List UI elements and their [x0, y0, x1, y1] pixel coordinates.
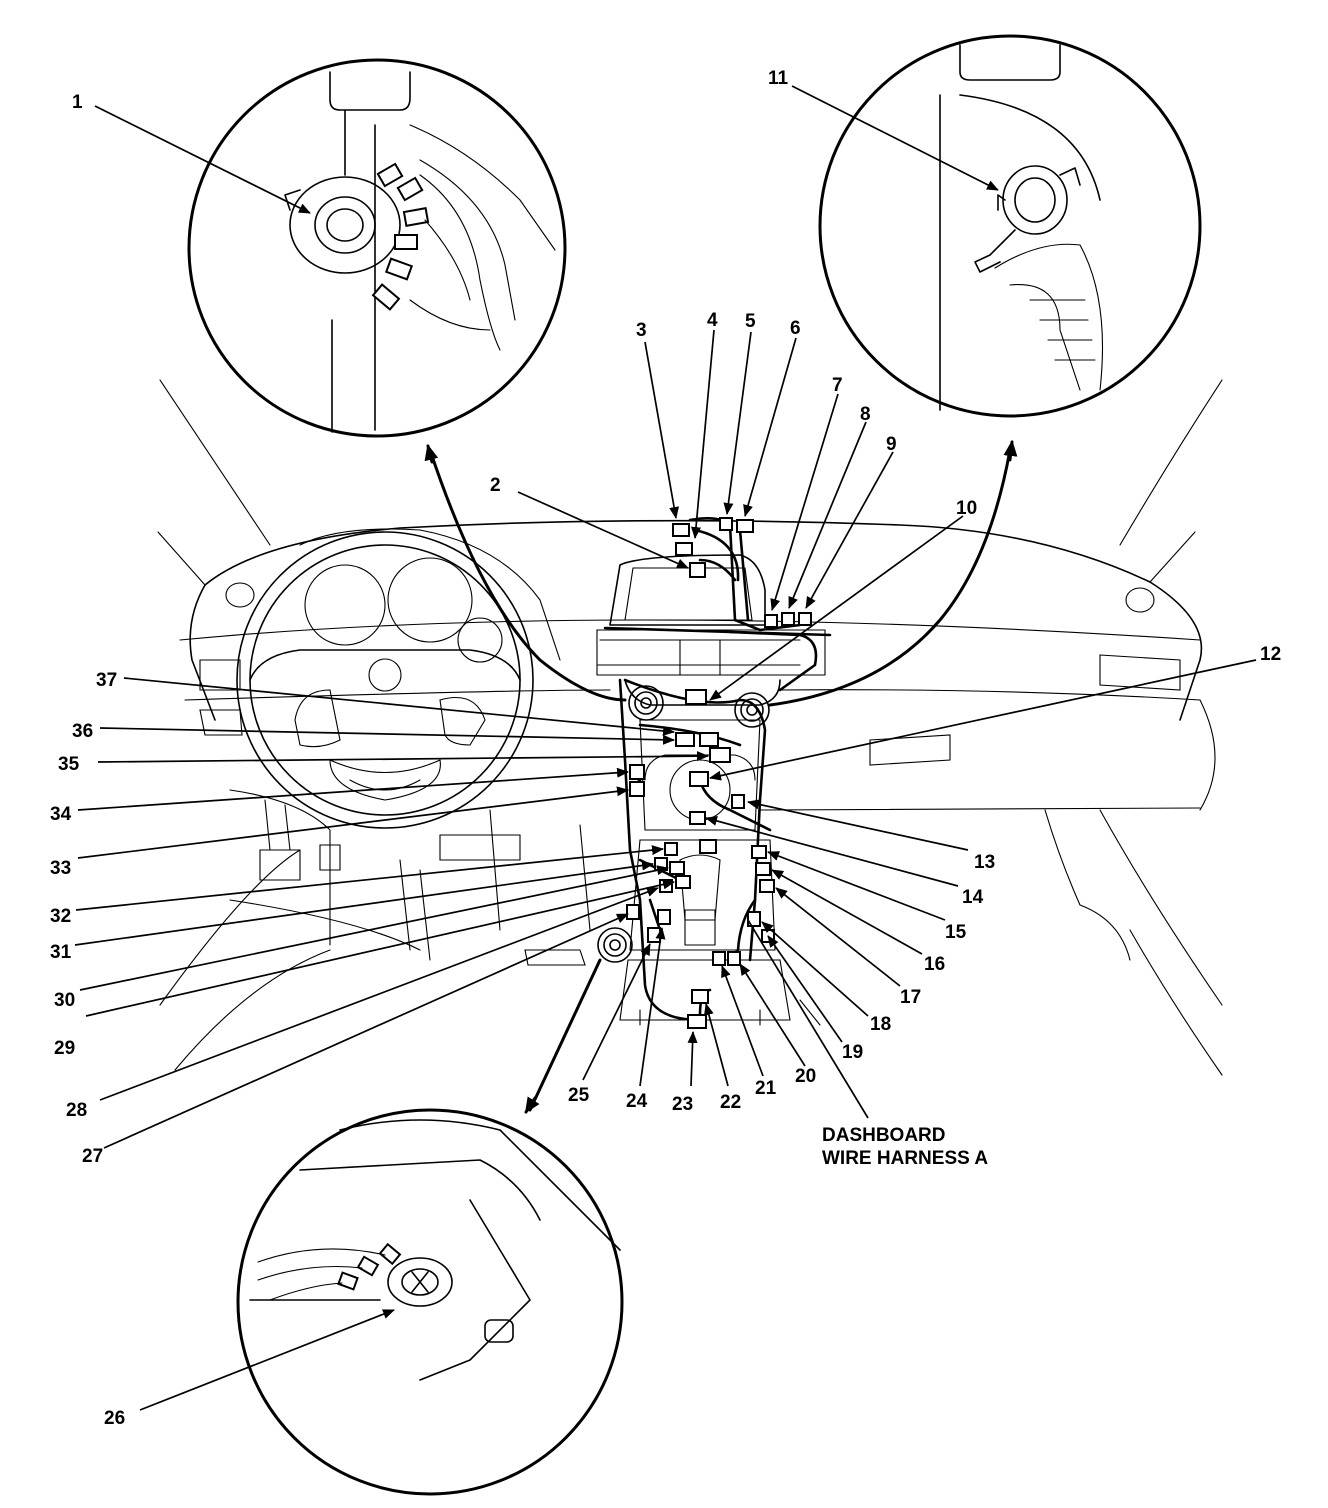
callout-4: 4: [707, 310, 718, 331]
callout-18: 18: [870, 1014, 891, 1035]
detail-circle-left: [187, 58, 567, 438]
connector-24: [657, 909, 671, 925]
steering-wheel: [236, 528, 561, 851]
callout-8: 8: [860, 404, 871, 425]
callout-34: 34: [50, 804, 72, 825]
connector-37: [675, 732, 695, 747]
connector-30: [669, 861, 685, 875]
callout-23: 23: [672, 1094, 693, 1115]
connector-3: [672, 523, 690, 537]
callout-5: 5: [745, 311, 756, 332]
connector-20: [727, 951, 741, 966]
callout-17: 17: [900, 987, 921, 1008]
callout-29: 29: [54, 1038, 75, 1059]
callout-1: 1: [72, 92, 83, 113]
connector-27: [626, 904, 640, 920]
detail-arrows: [424, 440, 1018, 1114]
callout-36: 36: [72, 721, 93, 742]
connector-dashboard-harness: [699, 839, 717, 854]
callout-12: 12: [1260, 644, 1281, 665]
callout-21: 21: [755, 1078, 777, 1099]
callout-10: 10: [956, 498, 977, 519]
callout-19: 19: [842, 1042, 863, 1063]
callout-16: 16: [924, 954, 945, 975]
callout-15: 15: [945, 922, 967, 943]
connector-14: [689, 811, 706, 825]
connector-22: [691, 989, 709, 1004]
callout-27: 27: [82, 1146, 103, 1167]
callout-9: 9: [886, 434, 897, 455]
connector-25: [647, 927, 661, 943]
connector-21: [712, 951, 726, 966]
connector-15: [751, 845, 767, 859]
connectors: [626, 517, 812, 1029]
callout-28: 28: [66, 1100, 87, 1121]
connector-4: [675, 542, 693, 556]
callout-7: 7: [832, 375, 843, 396]
connector-8: [781, 612, 795, 626]
callout-3: 3: [636, 320, 647, 341]
callout-35: 35: [58, 754, 80, 775]
callout-2: 2: [490, 475, 501, 496]
callout-31: 31: [50, 942, 72, 963]
connector-28: [659, 879, 673, 893]
callout-25: 25: [568, 1085, 590, 1106]
connector-23: [687, 1014, 707, 1029]
leader-lines: [74, 85, 1257, 1411]
connector-2: [689, 562, 706, 578]
callout-14: 14: [962, 887, 984, 908]
callout-6: 6: [790, 318, 801, 339]
callout-33: 33: [50, 858, 71, 879]
connector-33: [629, 781, 645, 797]
connector-36: [699, 732, 719, 747]
callout-32: 32: [50, 906, 71, 927]
connector-29: [675, 875, 691, 889]
connector-7: [764, 614, 778, 628]
connector-12: [689, 771, 709, 787]
harness-label: DASHBOARD WIRE HARNESS A: [822, 1125, 988, 1169]
callout-24: 24: [626, 1091, 648, 1112]
detail-circle-right: [818, 34, 1202, 418]
callout-22: 22: [720, 1092, 741, 1113]
callout-13: 13: [974, 852, 995, 873]
connector-6: [736, 519, 754, 533]
connector-18: [747, 911, 761, 927]
callout-30: 30: [54, 990, 75, 1011]
dashboard-outline: [157, 379, 1223, 1076]
callout-37: 37: [96, 670, 117, 691]
connector-32: [664, 842, 678, 856]
callout-11: 11: [768, 68, 789, 89]
connector-17: [759, 879, 775, 893]
connector-34: [629, 764, 645, 780]
connector-10: [685, 689, 707, 705]
callout-26: 26: [104, 1408, 125, 1429]
harness-label-line2: WIRE HARNESS A: [822, 1148, 988, 1169]
harness-label-line1: DASHBOARD: [822, 1125, 946, 1146]
ground-bolts: [597, 685, 770, 963]
callout-numbers: 1 2 3 4 5 6 7 8 9 10 11 12 13 14 15 16 1…: [50, 68, 1281, 1429]
callout-20: 20: [795, 1066, 816, 1087]
connector-16: [755, 862, 771, 876]
connector-13: [731, 794, 745, 809]
connector-9: [798, 612, 812, 626]
detail-circle-bottom: [236, 1108, 624, 1496]
connector-35: [709, 747, 731, 763]
connector-5: [719, 517, 733, 531]
